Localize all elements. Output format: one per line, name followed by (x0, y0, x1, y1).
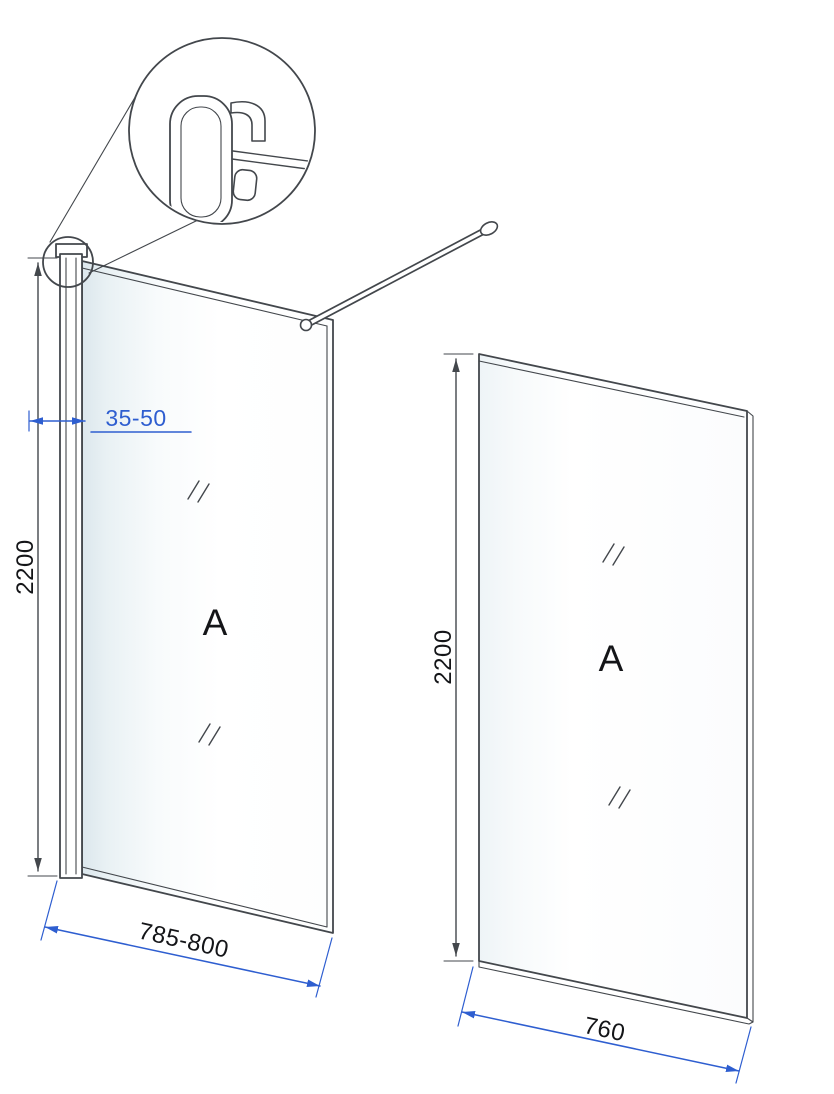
glass-edge-line (231, 158, 313, 173)
dimension-line (461, 1010, 740, 1073)
callout-connector-line (49, 76, 148, 243)
front-view: A 2200 35-50 785-800 (12, 221, 499, 998)
profile-inner-contour (180, 106, 222, 218)
support-bar (299, 221, 499, 332)
profile-glass-clamp (232, 168, 258, 202)
glass-edge-line (232, 150, 313, 165)
profile-outer-contour (169, 95, 233, 222)
support-bar-wall-cap (479, 221, 499, 236)
support-bar-glass-mount (299, 318, 313, 332)
front-height-dimension-label: 2200 (12, 539, 39, 594)
glass-reflection-icon (602, 543, 625, 566)
glass-reflection-icon (187, 480, 210, 503)
front-glass-bottom-inner-edge (81, 866, 328, 928)
detail-callout (42, 37, 316, 288)
glass-reflection-icon (198, 723, 221, 746)
glass-panel-letter: A (599, 638, 624, 679)
front-height-dimension: 2200 (12, 257, 58, 877)
front-glass-pane (81, 260, 334, 934)
extension-line (457, 966, 474, 1027)
wall-profile (59, 253, 83, 879)
front-glass-top-inner-edge (81, 267, 328, 327)
support-bar-rod-highlight (304, 228, 488, 327)
extension-line (735, 1026, 752, 1084)
glass-top-inner-edge (478, 360, 745, 418)
glass-height-dimension-label: 2200 (430, 629, 457, 684)
glass-reflection-icon (608, 786, 631, 809)
dimension-line (44, 926, 321, 987)
glass-width-dimension-label: 760 (581, 1012, 627, 1047)
callout-source-circle (42, 236, 94, 288)
front-panel-letter: A (203, 602, 228, 643)
glass-pane (478, 353, 748, 1019)
glass-view: A 2200 760 (430, 353, 754, 1084)
profile-glass-hook (230, 101, 266, 142)
extension-line (40, 880, 58, 941)
extension-line (315, 937, 333, 998)
glass-bottom-thickness-edge (478, 960, 754, 1025)
callout-connector-line (88, 219, 199, 274)
profile-adjust-dimension: 35-50 (28, 405, 192, 433)
profile-cross-section (169, 95, 313, 222)
profile-adjust-dimension-label: 35-50 (105, 405, 166, 431)
glass-right-thickness-edge (746, 410, 754, 1023)
glass-height-dimension: 2200 (430, 353, 474, 962)
